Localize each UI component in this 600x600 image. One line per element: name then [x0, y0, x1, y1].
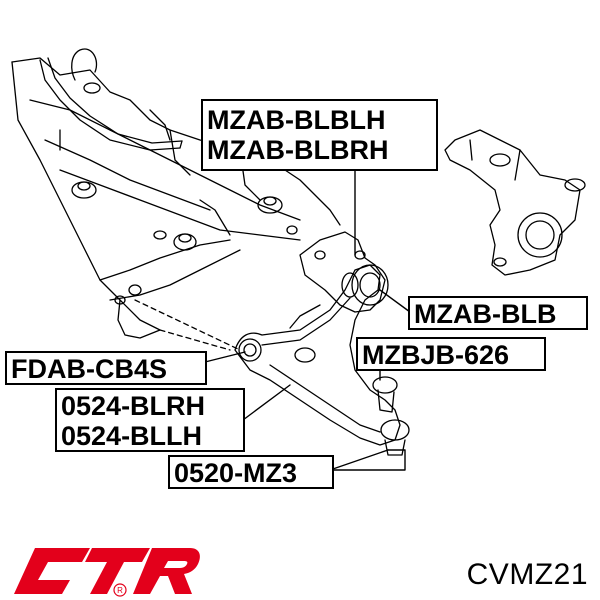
label-0524-blrh: 0524-BLRH [61, 391, 206, 421]
centerlines [134, 299, 241, 351]
label-mzab-blblh: MZAB-BLBLH [207, 105, 386, 135]
label-0524-blrh-bllh: 0524-BLRH 0524-BLLH [55, 388, 245, 452]
lower-control-arm [234, 264, 410, 456]
label-mzbjb-626: MZBJB-626 [356, 337, 546, 371]
rear-bushing-bracket [299, 231, 389, 313]
label-mzab-blblh-blbrh: MZAB-BLBLH MZAB-BLBRH [201, 99, 438, 171]
label-mzab-blb: MZAB-BLB [408, 296, 588, 330]
label-mzab-blbrh: MZAB-BLBRH [207, 135, 389, 165]
label-fdab-cb4s: FDAB-CB4S [5, 351, 207, 385]
part-code: CVMZ21 [466, 558, 588, 591]
label-mzab-blb-text: MZAB-BLB [414, 299, 557, 329]
label-0520-mz3-text: 0520-MZ3 [174, 458, 298, 488]
label-0520-mz3: 0520-MZ3 [168, 455, 334, 489]
leader-lines [204, 169, 411, 471]
label-0524-bllh: 0524-BLLH [61, 421, 203, 451]
label-fdab-cb4s-text: FDAB-CB4S [11, 354, 168, 384]
label-mzbjb-626-text: MZBJB-626 [362, 340, 510, 370]
subframe [11, 48, 341, 339]
steering-knuckle [444, 129, 586, 276]
